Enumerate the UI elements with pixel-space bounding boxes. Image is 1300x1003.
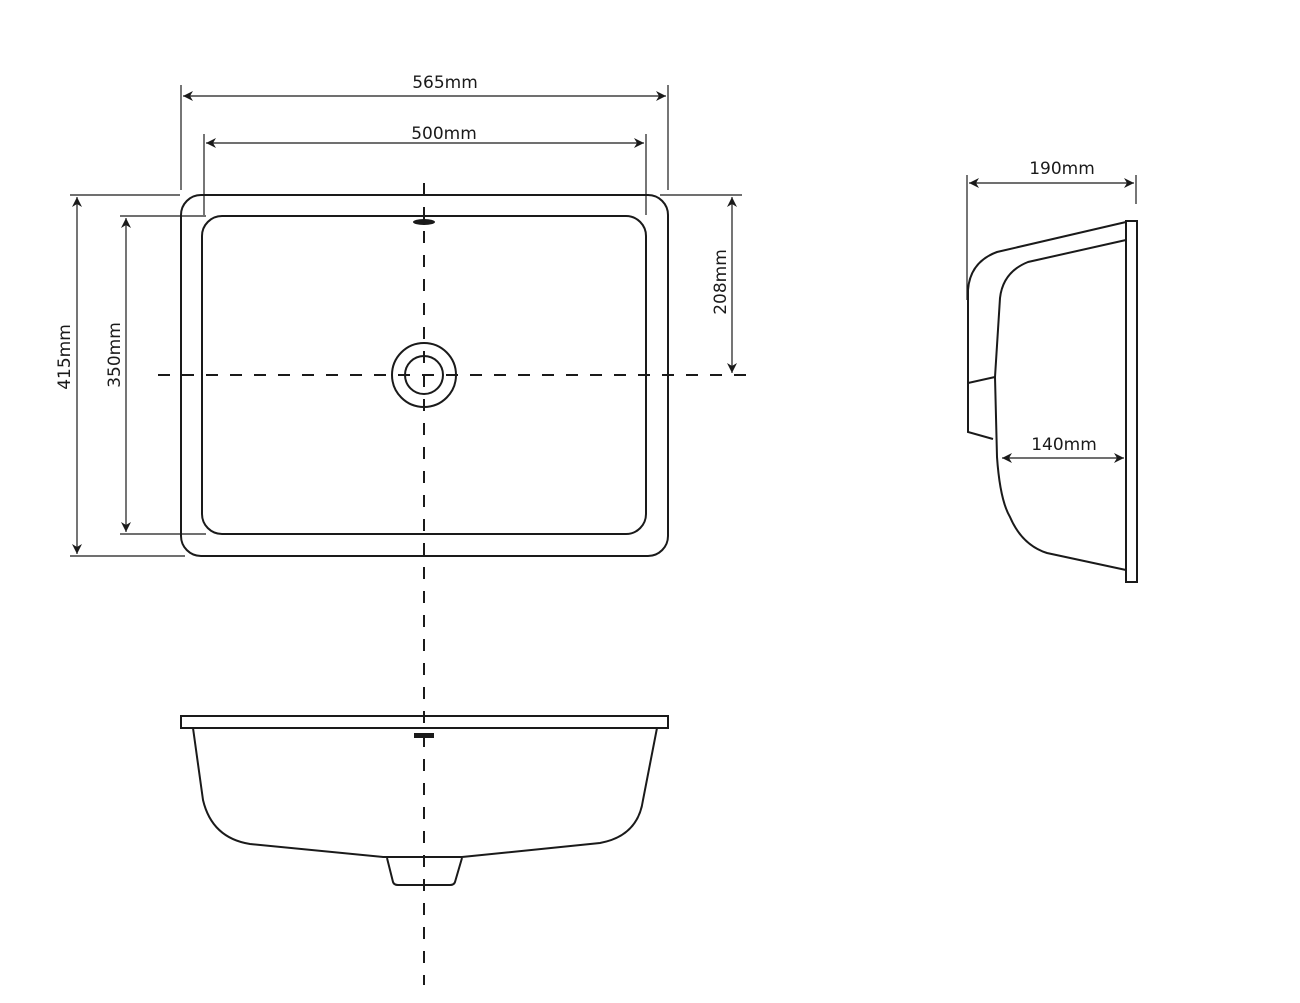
front-view	[180, 715, 669, 886]
dimension-label-bowl-depth: 140mm	[1031, 435, 1097, 455]
overflow-hole	[413, 219, 435, 225]
front-bowl-profile	[192, 727, 658, 858]
top-view: 565mm 500mm 415mm 350mm 208mm	[55, 73, 755, 985]
side-view: 190mm 140mm	[966, 159, 1138, 583]
dimension-label-width-inner: 500mm	[411, 124, 477, 144]
dimension-label-depth-outer: 415mm	[55, 324, 75, 390]
dimension-label-height-overall: 190mm	[1029, 159, 1095, 179]
side-flange	[1125, 220, 1138, 583]
front-overflow-mark	[414, 733, 434, 738]
side-outer-profile	[967, 221, 1127, 440]
drain-outer-ring	[391, 342, 457, 408]
dimension-label-depth-inner: 350mm	[105, 322, 125, 388]
front-flange	[180, 715, 669, 729]
dimension-label-width-outer: 565mm	[412, 73, 478, 93]
side-inner-profile	[993, 239, 1127, 571]
front-drain-spigot	[386, 857, 463, 886]
drain-hole	[404, 355, 444, 395]
dimension-label-drain-offset: 208mm	[711, 249, 731, 315]
